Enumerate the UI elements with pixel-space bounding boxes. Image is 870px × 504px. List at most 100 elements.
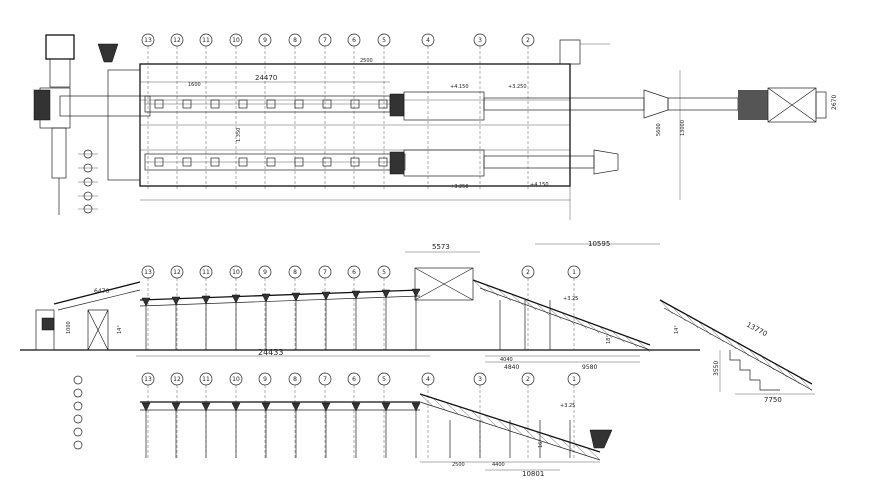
elev1-ramp-web-member xyxy=(773,362,787,378)
elev1-ramp-web-member xyxy=(723,334,737,350)
elev1-axis-label-12: 12 xyxy=(173,269,181,276)
elev2-axis-bubble-5 xyxy=(377,372,391,386)
elev1-web-member xyxy=(637,340,651,353)
plan-total-length: 24470 xyxy=(255,74,277,82)
elev2-hopper xyxy=(291,402,301,412)
elev1-axis-label-11: 11 xyxy=(202,269,210,276)
elev1-ramp-web-member xyxy=(761,355,775,371)
elev1-hopper xyxy=(291,292,301,302)
plan-funnel xyxy=(97,43,119,63)
elev2-hopper xyxy=(351,402,361,412)
elev2-axis-label-10: 10 xyxy=(232,376,240,383)
plan-axis-bubble-2 xyxy=(521,33,535,47)
elev1-web-member xyxy=(561,312,575,325)
elev2-web-member xyxy=(484,414,498,428)
elev2-axis-label-1: 1 xyxy=(572,376,576,383)
elev1-web-member xyxy=(536,303,549,316)
plan-axis-bubble-5 xyxy=(377,33,391,47)
elev1-seg-a: 4840 xyxy=(504,364,519,371)
elev1-web-member xyxy=(510,293,524,306)
plan-right-end: 2670 xyxy=(831,95,838,110)
elev2-axis-bubble-11 xyxy=(199,372,213,386)
elev2-axis-label-9: 9 xyxy=(263,376,267,383)
elev1-axis-bubble-12 xyxy=(170,265,184,279)
elev1-truss-web xyxy=(472,279,651,353)
plan-drive-upper xyxy=(378,99,388,109)
elev1-axis-label-8: 8 xyxy=(293,269,297,276)
plan-axis-label-10: 10 xyxy=(232,37,240,44)
plan-axis-label-5: 5 xyxy=(382,37,386,44)
elev1-height-left: 1000 xyxy=(66,321,72,334)
plan-drive-lower xyxy=(350,157,360,167)
elev2-hopper xyxy=(381,402,391,412)
elev2-columns xyxy=(141,402,571,458)
plan-hopper xyxy=(45,34,75,60)
elev2-axis-label-7: 7 xyxy=(323,376,327,383)
plan-overall-width: 13000 xyxy=(680,120,686,136)
elev1-ramp-web xyxy=(659,299,813,392)
plan-axis-bubble-7 xyxy=(318,33,332,47)
plan-side-label: 1600 xyxy=(188,82,201,88)
plan-drive-upper xyxy=(154,99,164,109)
elev2-axis-label-12: 12 xyxy=(173,376,181,383)
elev1-columns xyxy=(141,288,551,350)
elev2-axis-bubble-13 xyxy=(141,372,155,386)
elev2-web-member xyxy=(471,410,485,423)
elev1-ramp-web-member xyxy=(735,341,749,357)
plan-drive-upper xyxy=(350,99,360,109)
elev1-ramp-height: 3550 xyxy=(713,361,720,376)
elev1-axis-bubble-9 xyxy=(258,265,272,279)
elev2-web-member xyxy=(458,406,472,419)
plan-segment-label: 2500 xyxy=(360,58,373,64)
elev1-web-member xyxy=(586,321,600,334)
plan-axis-label-9: 9 xyxy=(263,37,267,44)
plan-drive-upper xyxy=(210,99,220,109)
elev1-web-member xyxy=(485,284,499,297)
elev2-axis-label-5: 5 xyxy=(382,376,386,383)
elev2-bottom-total: 10801 xyxy=(522,470,544,478)
elev1-ramp-web-member xyxy=(697,320,711,336)
plan-top-elev-2: +3.250 xyxy=(508,84,527,90)
elev1-axis-label-6: 6 xyxy=(352,269,356,276)
elev1-ramp-length: 13770 xyxy=(745,321,768,339)
elev2-web-member xyxy=(535,431,549,444)
elev1-hopper xyxy=(141,297,151,307)
plan-drive-upper xyxy=(294,99,304,109)
elev2-web-member xyxy=(509,422,523,436)
elev2-axis-bubble-12 xyxy=(170,372,184,386)
plan-axis-label-6: 6 xyxy=(352,37,356,44)
plan-drive-lower xyxy=(378,157,388,167)
elev2-hopper xyxy=(321,402,331,412)
elev2-web-member xyxy=(548,435,562,448)
elev1-web-member xyxy=(574,316,587,329)
plan-lower-elev: +3.250 xyxy=(450,184,469,190)
elev1-ramp-web-member xyxy=(799,376,813,392)
plan-axis-bubble-12 xyxy=(170,33,184,47)
plan-drive-upper xyxy=(322,99,332,109)
elev1-axis-bubble-5 xyxy=(377,265,391,279)
elev2-axis-label-13: 13 xyxy=(144,376,152,383)
plan-drives xyxy=(154,99,388,167)
elev1-web-member xyxy=(611,330,625,343)
elev2-span-a: 2500 xyxy=(452,462,465,468)
elev1-overall-length: 24433 xyxy=(258,348,283,357)
elev2-axis-label-2: 2 xyxy=(526,376,530,383)
plan-axis-bubble-6 xyxy=(347,33,361,47)
elev1-web-member xyxy=(523,298,537,311)
elev1-screen-box xyxy=(414,267,474,301)
elev2-axis-bubble-7 xyxy=(318,372,332,386)
elev1-axis-label-5: 5 xyxy=(382,269,386,276)
elev2-axis-label-6: 6 xyxy=(352,376,356,383)
elev2-web-member xyxy=(574,443,588,457)
elev1-axis-label-2: 2 xyxy=(526,269,530,276)
elev1-conveyor-top: 5573 xyxy=(432,243,450,251)
elev2-axis-label-3: 3 xyxy=(478,376,482,383)
elev1-axis-bubble-11 xyxy=(199,265,213,279)
elev2-web-member xyxy=(445,402,459,415)
elev1-axis-bubble-7 xyxy=(318,265,332,279)
elev1-ramp-web-member xyxy=(786,369,800,385)
